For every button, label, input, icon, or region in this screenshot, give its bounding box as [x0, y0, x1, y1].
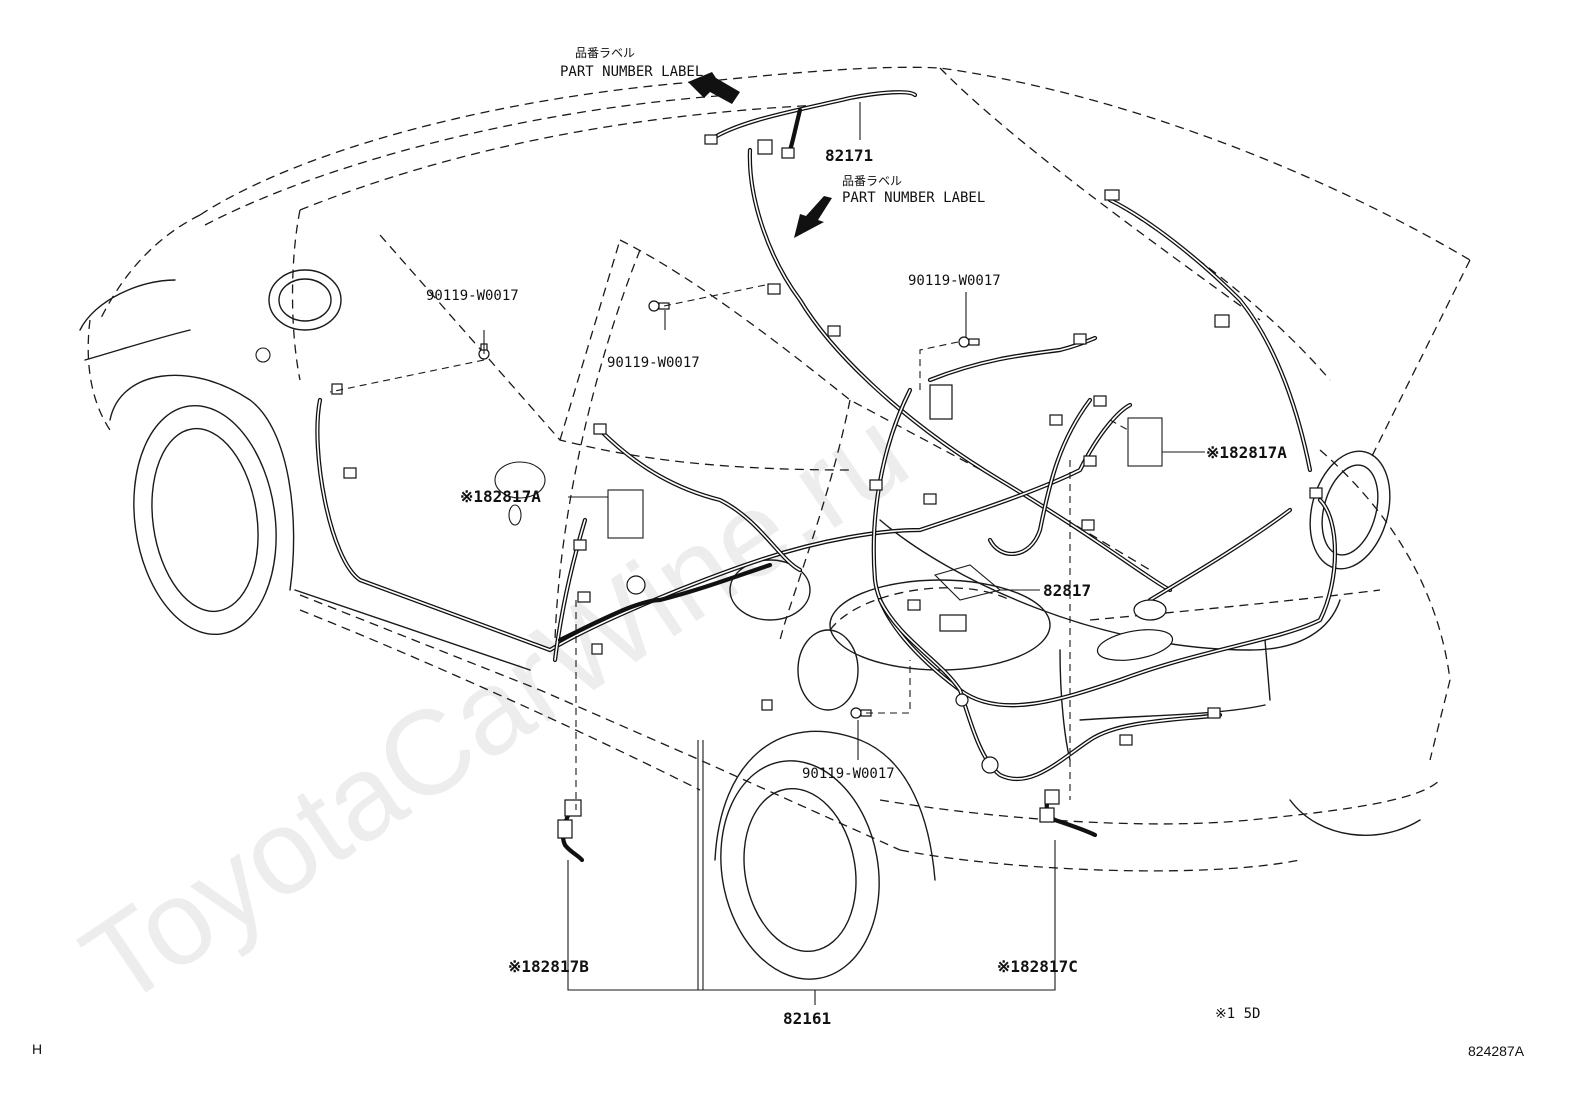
part-number-label-en-1: PART NUMBER LABEL [560, 64, 703, 80]
labels: 品番ラベル PART NUMBER LABEL 82171 品番ラベル PART… [32, 46, 1525, 1059]
bolt-icon [958, 336, 980, 348]
bolt-90119-w0017-middle: 90119-W0017 [607, 355, 700, 371]
part-number-label-jp-1: 品番ラベル [575, 46, 635, 60]
leader-lines [329, 102, 1205, 1005]
arrow-icon [794, 196, 832, 238]
part-number-label-jp-2: 品番ラベル [842, 174, 902, 188]
part-82817a-left: ※182817A [460, 487, 541, 506]
diagram-id: 824287A [1468, 1043, 1525, 1059]
bolt-90119-w0017-bottom: 90119-W0017 [802, 766, 895, 782]
roof-harness-82171 [704, 90, 1173, 593]
floor-harness-82161 [315, 189, 1338, 782]
arrow-icons [688, 72, 832, 238]
corner-letter: H [32, 1041, 42, 1057]
note-5d: ※1 5D [1215, 1006, 1260, 1022]
part-82171: 82171 [825, 146, 873, 165]
part-82161: 82161 [783, 1009, 831, 1028]
part-82817c: ※182817C [997, 957, 1078, 976]
part-number-label-en-2: PART NUMBER LABEL [842, 190, 985, 206]
bolt-90119-w0017-top-right: 90119-W0017 [908, 273, 1001, 289]
bolt-90119-w0017-top-left: 90119-W0017 [426, 288, 519, 304]
door-harness-parts [557, 789, 1098, 863]
part-82817b: ※182817B [508, 957, 589, 976]
part-82817: 82817 [1043, 581, 1091, 600]
part-82817a-right: ※182817A [1206, 443, 1287, 462]
car-body-outline [87, 66, 1471, 872]
arrow-icon [688, 72, 740, 104]
